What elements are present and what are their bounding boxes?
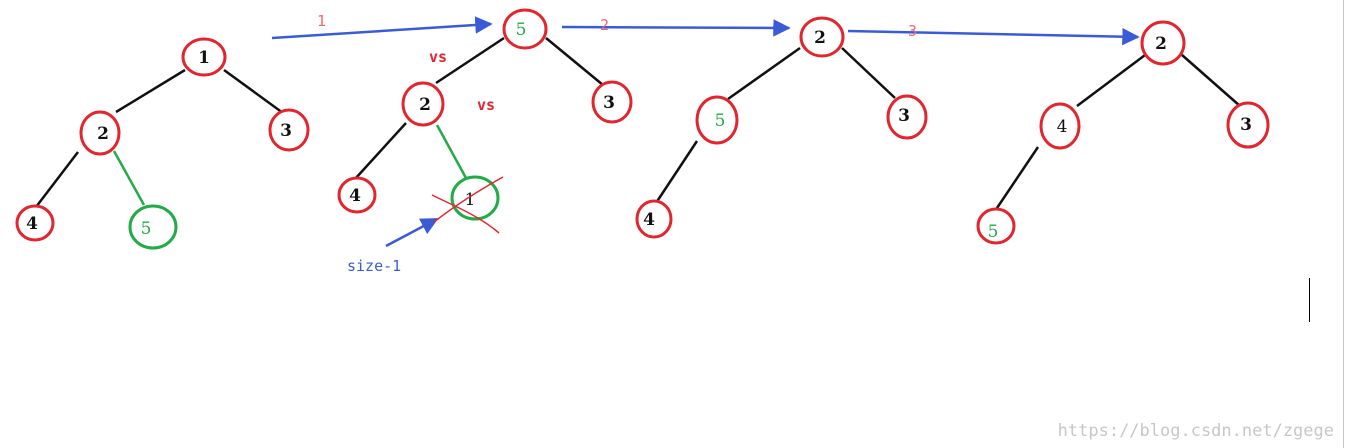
node-circle <box>15 204 55 242</box>
node-label: 3 <box>603 93 615 113</box>
tree-1-nodes: 1 2 3 4 5 <box>15 37 310 250</box>
node-label: 3 <box>280 121 292 141</box>
cross-out-mark <box>433 176 504 223</box>
edge <box>115 68 186 114</box>
tree-node: 3 <box>591 80 633 124</box>
cross-out-mark <box>431 194 500 234</box>
node-label: 5 <box>988 222 999 242</box>
node-circle <box>635 199 673 239</box>
text-cursor <box>1309 278 1310 322</box>
tree-node: 2 <box>799 16 845 58</box>
edge <box>654 140 699 204</box>
edge <box>1181 54 1241 107</box>
node-circle <box>976 207 1016 245</box>
node-circle <box>1226 101 1270 149</box>
edge <box>223 68 284 115</box>
node-label: 4 <box>643 210 655 230</box>
window-edge <box>1343 0 1344 448</box>
edge <box>354 122 407 180</box>
node-label: 2 <box>1155 34 1167 54</box>
node-circle <box>695 95 739 145</box>
tree-node: 5 <box>502 8 548 50</box>
edge <box>435 36 505 85</box>
node-label: 2 <box>419 95 431 115</box>
tree-1-edges <box>35 68 284 208</box>
comparison-label: vs <box>477 96 495 114</box>
edge-highlight <box>112 150 146 206</box>
node-circle <box>450 175 500 221</box>
edge <box>545 37 604 86</box>
step-arrows <box>271 16 1140 248</box>
node-circle <box>502 8 548 50</box>
edge-highlight <box>435 124 468 179</box>
node-circle <box>79 110 121 156</box>
tree-node-highlighted: 5 <box>128 204 178 250</box>
tree-4-edges <box>995 54 1241 209</box>
node-circle <box>337 176 377 214</box>
tree-node: 2 <box>79 110 121 156</box>
node-circle <box>128 204 178 250</box>
node-label: 4 <box>349 186 361 206</box>
node-label: 3 <box>1240 115 1252 135</box>
node-circle <box>1039 102 1081 150</box>
edge <box>841 47 896 99</box>
tree-node: 4 <box>15 204 55 242</box>
edge <box>727 46 801 101</box>
tree-node: 3 <box>886 94 928 140</box>
step-arrow-1 <box>271 16 493 40</box>
tree-4-nodes: 2 4 3 5 <box>976 20 1270 245</box>
node-circle <box>591 80 633 124</box>
step-label-3: 3 <box>908 22 917 40</box>
node-circle <box>886 94 928 140</box>
watermark: https://blog.csdn.net/zgege <box>1058 421 1334 441</box>
tree-node: 2 <box>401 81 445 127</box>
tree-node: 5 <box>976 207 1016 245</box>
tree-node-removed: 1 <box>431 175 504 234</box>
node-circle <box>268 108 310 152</box>
node-label: 5 <box>516 20 527 40</box>
tree-2-edges <box>354 36 604 180</box>
node-circle <box>401 81 445 127</box>
node-label: 1 <box>465 190 476 210</box>
tree-3-edges <box>654 46 896 204</box>
edge <box>35 151 79 208</box>
tree-node: 4 <box>635 199 673 239</box>
node-circle <box>181 37 227 77</box>
edge <box>995 146 1040 209</box>
tree-node: 4 <box>1039 102 1081 150</box>
node-circle <box>799 16 845 58</box>
edge <box>1076 54 1146 107</box>
node-label: 4 <box>26 214 38 234</box>
step-label-2: 2 <box>600 16 609 34</box>
node-label: 5 <box>715 111 726 131</box>
tree-node: 5 <box>695 95 739 145</box>
node-label: 5 <box>141 219 152 239</box>
node-label: 1 <box>198 48 210 68</box>
comparison-label: vs <box>429 48 447 66</box>
tree-3-nodes: 2 5 3 4 <box>635 16 928 239</box>
tree-node: 3 <box>268 108 310 152</box>
node-circle <box>1140 20 1186 66</box>
node-label: 2 <box>97 124 109 144</box>
tree-2-nodes: 5 2 3 4 1 <box>337 8 633 234</box>
tree-node: 2 <box>1140 20 1186 66</box>
step-label-1: 1 <box>317 12 326 30</box>
size-note-arrow <box>385 217 439 248</box>
tree-node: 3 <box>1226 101 1270 149</box>
node-label: 2 <box>814 28 826 48</box>
node-label: 4 <box>1057 117 1068 137</box>
tree-node: 4 <box>337 176 377 214</box>
step-arrow-3 <box>847 27 1140 46</box>
step-arrow-2 <box>561 19 791 37</box>
size-decrement-note: size-1 <box>347 257 401 275</box>
tree-node: 1 <box>181 37 227 77</box>
node-label: 3 <box>898 106 910 126</box>
